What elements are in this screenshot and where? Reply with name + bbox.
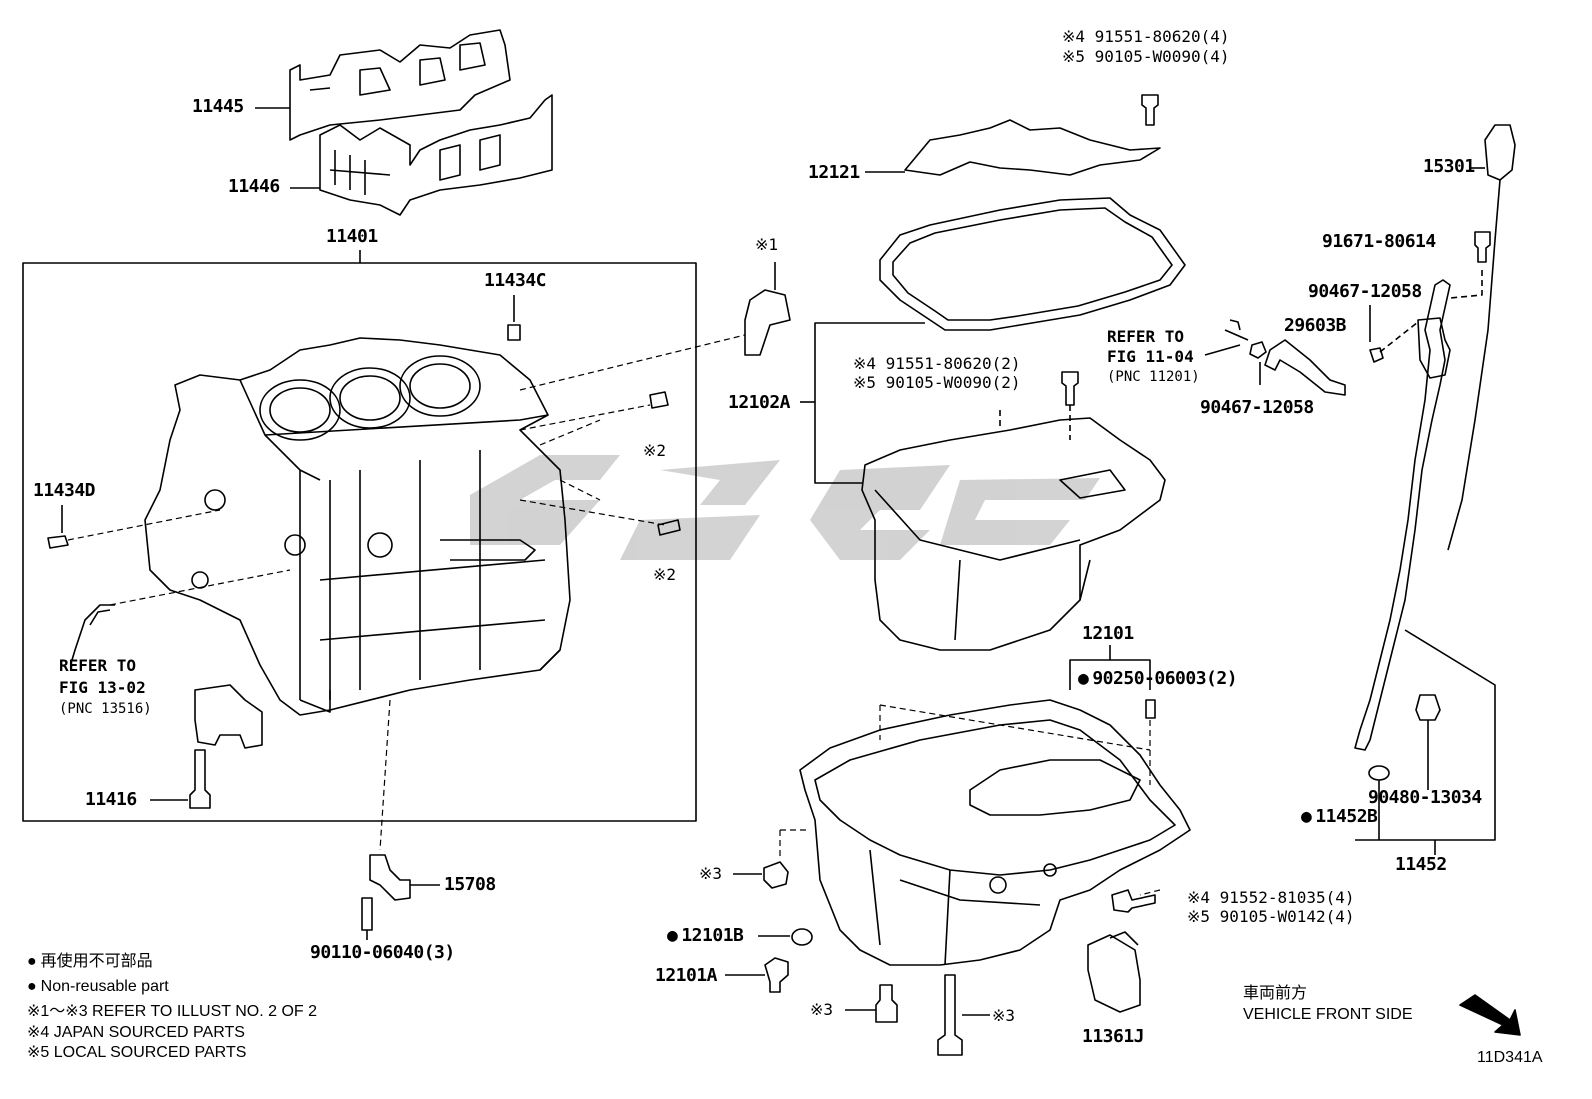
part-label-11452b[interactable]: 11452B (1301, 808, 1378, 826)
clip-90467-right (1369, 347, 1384, 363)
part-label-11446[interactable]: 11446 (228, 176, 280, 197)
oil-pan-lower-drawing (799, 699, 1191, 966)
part-label-11445[interactable]: 11445 (192, 96, 244, 117)
part-label-15301[interactable]: 15301 (1423, 156, 1475, 177)
part-label-91671[interactable]: 91671-80614 (1322, 231, 1436, 252)
front-label-en: VEHICLE FRONT SIDE (1243, 1006, 1413, 1023)
bolt-91671-drawing (1474, 231, 1491, 263)
front-label-jp: 車両前方 (1243, 985, 1308, 1002)
dipstick-15301-drawing (1484, 124, 1516, 181)
illustration-code: 11D341A (1477, 1049, 1543, 1066)
part-label-90110[interactable]: 90110-06040(3) (310, 942, 455, 963)
dowel-ref2-top (649, 391, 669, 409)
bolt-ref3-bottom-right (937, 974, 963, 1056)
ref-fig1302-line2[interactable]: FIG 13-02 (59, 678, 146, 697)
note-ref3-bolt-right: ※3 (992, 1006, 1016, 1025)
bolt-ref3-bottom-left (875, 984, 898, 1023)
legend-ref-illust: ※1～※3 REFER TO ILLUST NO. 2 OF 2 (27, 1003, 318, 1020)
ref-fig1302-line1[interactable]: REFER TO (59, 656, 137, 675)
o-ring-11452b-drawing (1368, 765, 1390, 781)
legend-jp: 再使用不可部品 (27, 954, 153, 970)
bearing-cap-drawing (194, 684, 263, 749)
note-ref1: ※1 (755, 235, 779, 254)
part-label-90467-top[interactable]: 90467-12058 (1308, 281, 1422, 302)
bolt-top-drawing (1141, 94, 1159, 126)
part-label-11452[interactable]: 11452 (1395, 854, 1447, 875)
ref-fig1104-line1[interactable]: REFER TO (1107, 327, 1185, 346)
oil-pan-upper-drawing (861, 417, 1166, 651)
plug-90480-drawing (1415, 694, 1441, 721)
note-top-bolt-local[interactable]: ※5 90105-W0090(4) (1062, 47, 1230, 66)
note-mid-bolt-jp[interactable]: ※4 91551-80620(2) (853, 354, 1021, 373)
note-ref3-bolt-left: ※3 (810, 1000, 834, 1019)
part-label-12121[interactable]: 12121 (808, 162, 860, 183)
cylinder-block-drawing (144, 337, 571, 716)
note-low-bolt-local[interactable]: ※5 90105-W0142(4) (1187, 907, 1355, 926)
part-label-90467-bottom[interactable]: 90467-12058 (1200, 397, 1314, 418)
part-label-11434d[interactable]: 11434D (33, 480, 96, 501)
insulator-11445-drawing (255, 29, 511, 141)
drain-plug-12101a-drawing (764, 957, 789, 993)
bolt-low-drawing (1111, 889, 1156, 913)
bolt-mid-drawing (1061, 371, 1079, 406)
note-mid-bolt-local[interactable]: ※5 90105-W0090(2) (853, 373, 1021, 392)
ref-fig1104-line3: (PNC 11201) (1107, 369, 1200, 385)
hose-29603b-drawing (1264, 339, 1346, 396)
gasket-12102a-drawing (879, 197, 1186, 331)
nozzle-15708-drawing (369, 854, 411, 901)
bracket-ref1-drawing (744, 289, 791, 356)
ref-fig1104-line2[interactable]: FIG 11-04 (1107, 347, 1194, 366)
part-label-12101b[interactable]: 12101B (667, 927, 744, 945)
part-label-11401[interactable]: 11401 (326, 226, 378, 247)
dipstick-guide-drawing (1354, 279, 1451, 751)
nut-ref3-left (763, 861, 789, 889)
front-arrow-icon (1459, 994, 1521, 1036)
note-low-bolt-jp[interactable]: ※4 91552-81035(4) (1187, 888, 1355, 907)
legend-local-sourced: ※5 LOCAL SOURCED PARTS (27, 1044, 247, 1061)
part-label-29603b[interactable]: 29603B (1284, 315, 1347, 336)
note-ref3-nut: ※3 (699, 864, 723, 883)
insulator-11446-drawing (290, 94, 553, 216)
part-label-12102a[interactable]: 12102A (728, 392, 791, 413)
part-label-90250[interactable]: 90250-06003(2) (1078, 670, 1237, 688)
legend-japan-sourced: ※4 JAPAN SOURCED PARTS (27, 1024, 245, 1041)
clip-90467-left (1249, 341, 1267, 359)
drain-gasket-12101b-drawing (791, 928, 813, 946)
oil-tube-ref-1302 (71, 604, 115, 661)
part-label-11416[interactable]: 11416 (85, 789, 137, 810)
part-label-15708[interactable]: 15708 (444, 874, 496, 895)
note-ref2-bottom: ※2 (653, 565, 677, 584)
part-label-12101a[interactable]: 12101A (655, 965, 718, 986)
watermark-logo (470, 455, 1100, 560)
bolt-11416-drawing (189, 749, 211, 809)
pin-11434d-drawing (47, 535, 69, 549)
cover-11361j-drawing (1087, 934, 1141, 1013)
dowel-11434c-drawing (507, 324, 521, 341)
baffle-plate-12121-drawing (904, 119, 1161, 176)
dowel-90250-drawing (1145, 699, 1156, 719)
part-label-11361j[interactable]: 11361J (1082, 1026, 1145, 1047)
part-label-11434c[interactable]: 11434C (484, 270, 547, 291)
ref-fig1302-line3: (PNC 13516) (59, 701, 152, 717)
part-label-90480[interactable]: 90480-13034 (1368, 787, 1482, 808)
note-ref2-top: ※2 (643, 441, 667, 460)
dowel-ref2-bottom (657, 519, 681, 536)
note-top-bolt-jp[interactable]: ※4 91551-80620(4) (1062, 27, 1230, 46)
part-label-12101[interactable]: 12101 (1082, 623, 1134, 644)
legend-non-reusable: Non-reusable part (27, 979, 169, 995)
